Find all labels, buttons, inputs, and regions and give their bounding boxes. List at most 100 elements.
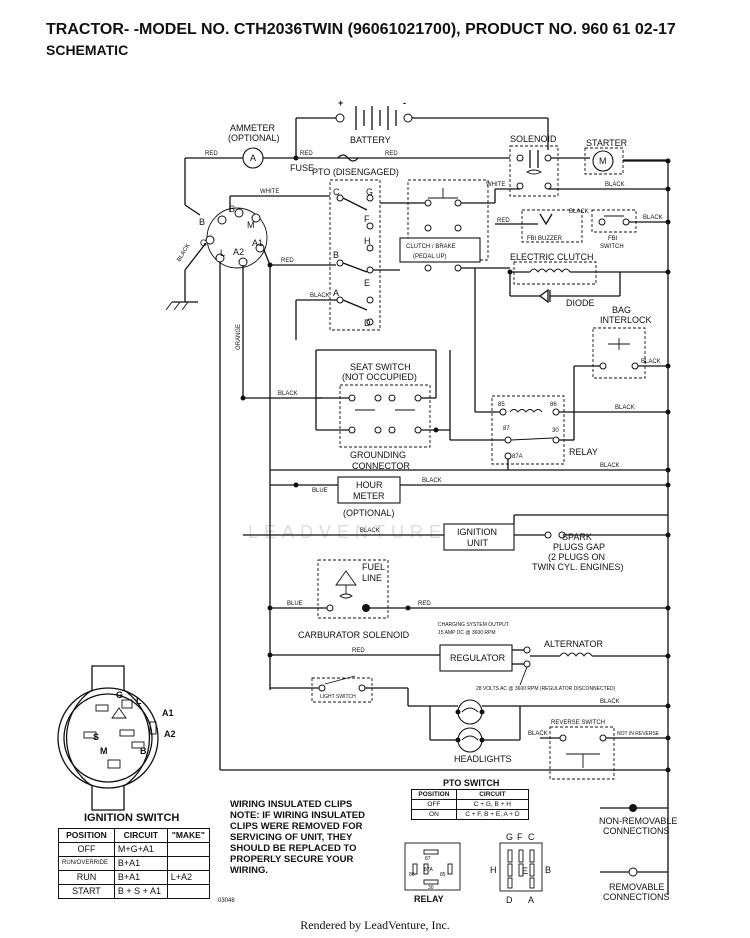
svg-text:BLACK: BLACK — [600, 463, 620, 469]
svg-text:15 AMP DC @ 3600 RPM: 15 AMP DC @ 3600 RPM — [438, 630, 496, 636]
svg-text:(NOT OCCUPIED): (NOT OCCUPIED) — [342, 372, 417, 382]
battery-minus: - — [403, 98, 406, 108]
table-cell: RUN/OVERRIDE — [58, 856, 115, 871]
svg-text:87: 87 — [503, 426, 510, 432]
table-cell: M+G+A1 — [113, 842, 168, 857]
table-cell: START — [58, 884, 115, 899]
svg-text:SOLENOID: SOLENOID — [510, 134, 557, 144]
svg-text:E: E — [364, 278, 370, 288]
svg-text:HEADLIGHTS: HEADLIGHTS — [454, 754, 512, 764]
svg-text:FUEL: FUEL — [362, 562, 385, 572]
svg-text:M: M — [599, 156, 607, 166]
table-cell: ON — [411, 809, 457, 820]
svg-text:B: B — [199, 217, 205, 227]
svg-text:A1: A1 — [162, 708, 174, 718]
ignition-switch-symbol: B S M G L A2 A1 — [199, 204, 268, 269]
svg-text:RELAY: RELAY — [414, 894, 444, 904]
svg-text:RED: RED — [300, 151, 313, 157]
light-switch: LIGHT SWITCH — [270, 675, 409, 706]
electric-clutch: ELECTRIC CLUTCH DIODE — [507, 252, 671, 308]
svg-text:F: F — [517, 832, 523, 842]
svg-text:B: B — [545, 865, 551, 875]
svg-text:BLACK: BLACK — [422, 478, 442, 484]
svg-text:G: G — [116, 690, 123, 700]
ign-header-make: "MAKE" — [166, 828, 211, 843]
svg-text:CLUTCH / BRAKE: CLUTCH / BRAKE — [406, 244, 456, 250]
footer: Rendered by LeadVenture, Inc. — [300, 918, 450, 932]
svg-text:DIODE: DIODE — [566, 298, 595, 308]
relay-detail: 87 87A 86 85 30 RELAY — [404, 842, 461, 904]
table-cell: B+A1 — [113, 856, 168, 871]
svg-text:INTERLOCK: INTERLOCK — [600, 315, 652, 325]
svg-text:PTO SWITCH: PTO SWITCH — [443, 778, 499, 788]
svg-text:M: M — [100, 746, 108, 756]
svg-text:(OPTIONAL): (OPTIONAL) — [343, 508, 395, 518]
svg-text:S: S — [229, 204, 235, 214]
table-cell: B + S + A1 — [113, 884, 168, 899]
svg-text:86: 86 — [409, 872, 415, 878]
svg-text:M: M — [247, 220, 255, 230]
starter: STARTER M — [584, 138, 671, 175]
table-cell — [166, 842, 211, 857]
svg-text:87: 87 — [425, 856, 431, 862]
connection-legend: NON-REMOVABLE CONNECTIONS REMOVABLE CONN… — [599, 804, 677, 902]
svg-text:(OPTIONAL): (OPTIONAL) — [228, 133, 280, 143]
svg-text:FBI: FBI — [608, 236, 618, 242]
svg-text:BLACK: BLACK — [615, 405, 635, 411]
table-cell: L+A2 — [166, 870, 211, 885]
svg-text:TWIN CYL. ENGINES): TWIN CYL. ENGINES) — [532, 562, 624, 572]
svg-text:REGULATOR: REGULATOR — [450, 653, 506, 663]
hour-meter: HOUR METER (OPTIONAL) BLUE BLACK — [270, 476, 671, 518]
regulator: CHARGING SYSTEM OUTPUT 15 AMP DC @ 3600 … — [267, 622, 671, 692]
svg-text:FBI BUZZER: FBI BUZZER — [527, 236, 563, 242]
battery-label: BATTERY — [350, 135, 391, 145]
fbi-buzzer: FBI BUZZER BLACK RED — [495, 209, 589, 243]
svg-text:BLACK: BLACK — [641, 359, 661, 365]
pto-header-circuit: CIRCUIT — [455, 789, 530, 800]
svg-text:B: B — [140, 746, 147, 756]
svg-text:C: C — [333, 187, 340, 197]
svg-text:CONNECTIONS: CONNECTIONS — [603, 826, 670, 836]
svg-text:D: D — [364, 318, 371, 328]
wiring-clips-note: WIRING INSULATED CLIPS NOTE: IF WIRING I… — [230, 799, 390, 876]
svg-text:BLUE: BLUE — [287, 601, 303, 607]
svg-text:CARBURATOR SOLENOID: CARBURATOR SOLENOID — [298, 630, 410, 640]
svg-text:RED: RED — [418, 601, 431, 607]
table-cell: C + F, B + E, A + D — [455, 809, 530, 820]
svg-text:BLACK: BLACK — [177, 243, 192, 263]
svg-text:LINE: LINE — [362, 573, 382, 583]
note-heading: WIRING INSULATED CLIPS — [230, 799, 353, 810]
svg-text:87A: 87A — [512, 454, 523, 460]
svg-text:BLACK: BLACK — [278, 391, 298, 397]
svg-text:CHARGING SYSTEM OUTPUT: CHARGING SYSTEM OUTPUT — [438, 622, 509, 628]
svg-text:ELECTRIC CLUTCH: ELECTRIC CLUTCH — [510, 252, 594, 262]
svg-text:E: E — [522, 866, 528, 876]
table-cell: OFF — [58, 842, 115, 857]
svg-text:GROUNDING: GROUNDING — [350, 450, 406, 460]
table-cell: B+A1 — [113, 870, 168, 885]
svg-text:BLACK: BLACK — [643, 215, 663, 221]
svg-text:87A: 87A — [424, 867, 434, 873]
page-title: TRACTOR- -MODEL NO. CTH2036TWIN (9606102… — [46, 20, 676, 60]
svg-text:CONNECTOR: CONNECTOR — [352, 461, 410, 471]
svg-text:UNIT: UNIT — [467, 538, 488, 548]
ignition-switch-table: POSITION CIRCUIT "MAKE" OFF M+G+A1 RUN/O… — [58, 828, 211, 899]
svg-text:(2 PLUGS ON: (2 PLUGS ON — [548, 552, 605, 562]
svg-text:85: 85 — [498, 402, 505, 408]
clutch-brake-switch: CLUTCH / BRAKE (PEDAL UP) — [380, 179, 510, 272]
svg-text:BLACK: BLACK — [605, 182, 625, 188]
svg-text:LIGHT SWITCH: LIGHT SWITCH — [320, 694, 356, 700]
svg-text:ORANGE: ORANGE — [236, 324, 242, 350]
svg-text:SWITCH: SWITCH — [600, 244, 624, 250]
carburetor-solenoid: FUEL LINE CARBURATOR SOLENOID BLUE RED — [267, 559, 671, 640]
svg-text:PLUGS GAP: PLUGS GAP — [553, 542, 605, 552]
svg-text:(PEDAL UP): (PEDAL UP) — [413, 254, 446, 260]
svg-text:H: H — [490, 865, 497, 875]
ign-header-circuit: CIRCUIT — [113, 828, 168, 843]
pto-switch-block: PTO (DISENGAGED) C B A G F H E D — [312, 167, 399, 331]
note-body: NOTE: IF WIRING INSULATED CLIPS WERE REM… — [230, 810, 365, 876]
svg-text:RED: RED — [352, 648, 365, 654]
svg-text:STARTER: STARTER — [586, 138, 628, 148]
pto-switch-detail: PTO SWITCH G F C H E B D A — [443, 778, 551, 905]
